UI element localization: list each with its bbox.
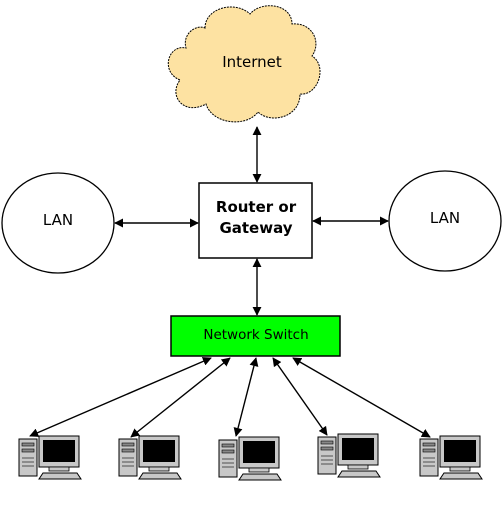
computer-3-icon bbox=[218, 436, 282, 481]
link-switch-computer-2 bbox=[130, 357, 231, 438]
internet-cloud: Internet bbox=[167, 5, 321, 123]
link-switch-computer-1 bbox=[29, 357, 212, 437]
lan-right-ellipse bbox=[388, 170, 502, 272]
lan-right-label: LAN bbox=[430, 209, 460, 227]
switch-label: Network Switch bbox=[203, 327, 308, 343]
computer-1-icon bbox=[18, 435, 82, 480]
lan-left-node: LAN bbox=[1, 172, 115, 274]
computer-2-icon bbox=[118, 435, 182, 480]
internet-label: Internet bbox=[222, 53, 282, 71]
network-switch-node: Network Switch bbox=[170, 315, 341, 357]
cloud-shape bbox=[167, 5, 321, 123]
router-gateway-node: Router or Gateway bbox=[198, 182, 313, 259]
lan-left-label: LAN bbox=[43, 211, 73, 229]
router-box bbox=[198, 182, 313, 259]
lan-left-ellipse bbox=[1, 172, 115, 274]
lan-right-node: LAN bbox=[388, 170, 502, 272]
switch-box bbox=[170, 315, 341, 357]
computer-4-icon bbox=[317, 433, 381, 478]
link-switch-computer-4 bbox=[272, 357, 328, 436]
router-label-line1: Router or bbox=[216, 198, 297, 216]
link-switch-computer-3 bbox=[233, 357, 259, 437]
router-label-line2: Gateway bbox=[219, 219, 292, 237]
link-switch-computer-5 bbox=[292, 357, 431, 438]
computer-5-icon bbox=[419, 435, 483, 480]
